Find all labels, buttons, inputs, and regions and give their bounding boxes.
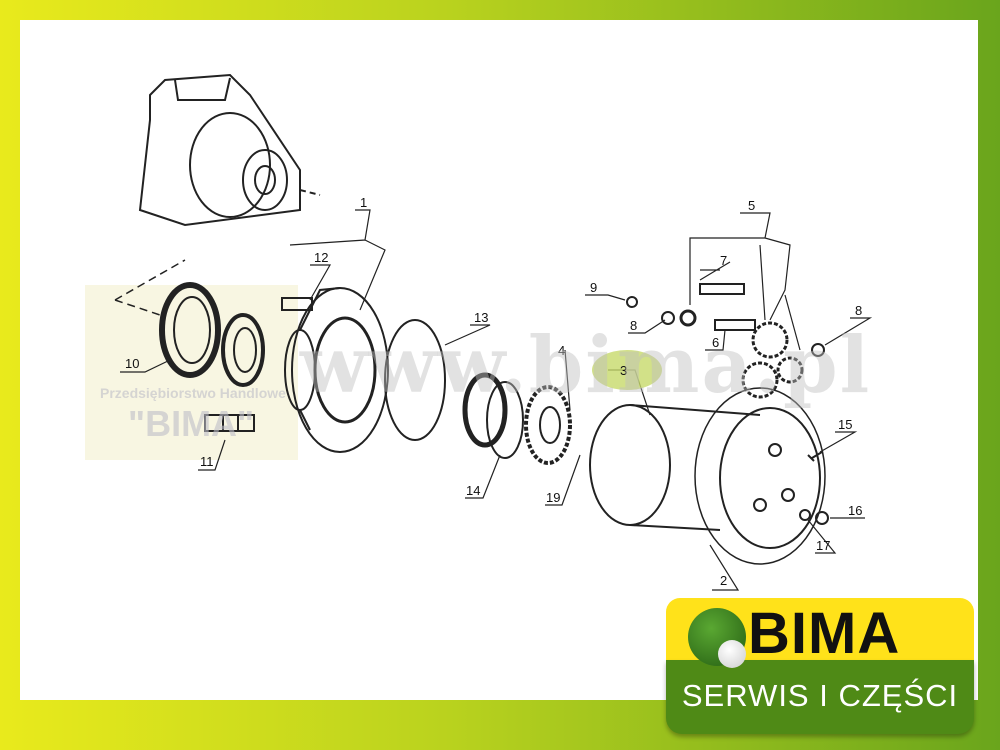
part-15-screw (807, 451, 823, 462)
watermark-company: Przedsiębiorstwo Handlowe (100, 385, 286, 401)
part-1-hub (281, 287, 389, 453)
part-5-planet-gears (741, 321, 804, 399)
logo-name: BIMA (748, 601, 901, 666)
label-10: 10 (125, 356, 139, 371)
watermark-name: "BIMA" (128, 403, 255, 444)
part-6-pin (714, 319, 756, 331)
logo-tagline: SERWIS I CZĘŚCI (681, 678, 959, 713)
part-14-bearing (462, 372, 524, 459)
label-5: 5 (748, 198, 755, 213)
part-bearing (221, 313, 265, 387)
part-2-drum (589, 387, 826, 565)
label-19: 19 (546, 490, 560, 505)
label-3: 3 (620, 363, 627, 378)
label-4: 4 (558, 343, 565, 358)
part-17-washer (799, 509, 811, 521)
label-9: 9 (590, 280, 597, 295)
label-17: 17 (816, 538, 830, 553)
part-7-pin (699, 283, 745, 295)
label-1: 1 (360, 195, 367, 210)
part-16-nut (815, 511, 829, 525)
part-11-keys (204, 414, 255, 432)
label-12: 12 (314, 250, 328, 265)
label-7: 7 (720, 253, 727, 268)
part-10-seal (159, 282, 221, 378)
part-8-washer (661, 311, 675, 325)
part-9-ring (626, 296, 638, 308)
label-15: 15 (838, 417, 852, 432)
label-11: 11 (200, 454, 214, 469)
label-2: 2 (720, 573, 727, 588)
label-8: 8 (630, 318, 637, 333)
part-4-gear (524, 385, 572, 465)
highlight-3 (592, 350, 662, 390)
label-8b: 8 (855, 303, 862, 318)
bima-logo: BIMA SERWIS I CZĘŚCI (666, 598, 974, 736)
logo-bottom-band (666, 660, 974, 734)
watermark-url: www.bima.pl (300, 320, 872, 411)
label-16: 16 (848, 503, 862, 518)
part-needle-bearing (679, 309, 697, 327)
gearbox-housing (138, 73, 321, 227)
part-8-washer-2 (811, 343, 825, 357)
part-13-oring (384, 319, 446, 441)
label-14: 14 (466, 483, 480, 498)
logo-white-ball-icon (718, 640, 746, 668)
label-13: 13 (474, 310, 488, 325)
label-6: 6 (712, 335, 719, 350)
diagram-panel (20, 20, 978, 700)
